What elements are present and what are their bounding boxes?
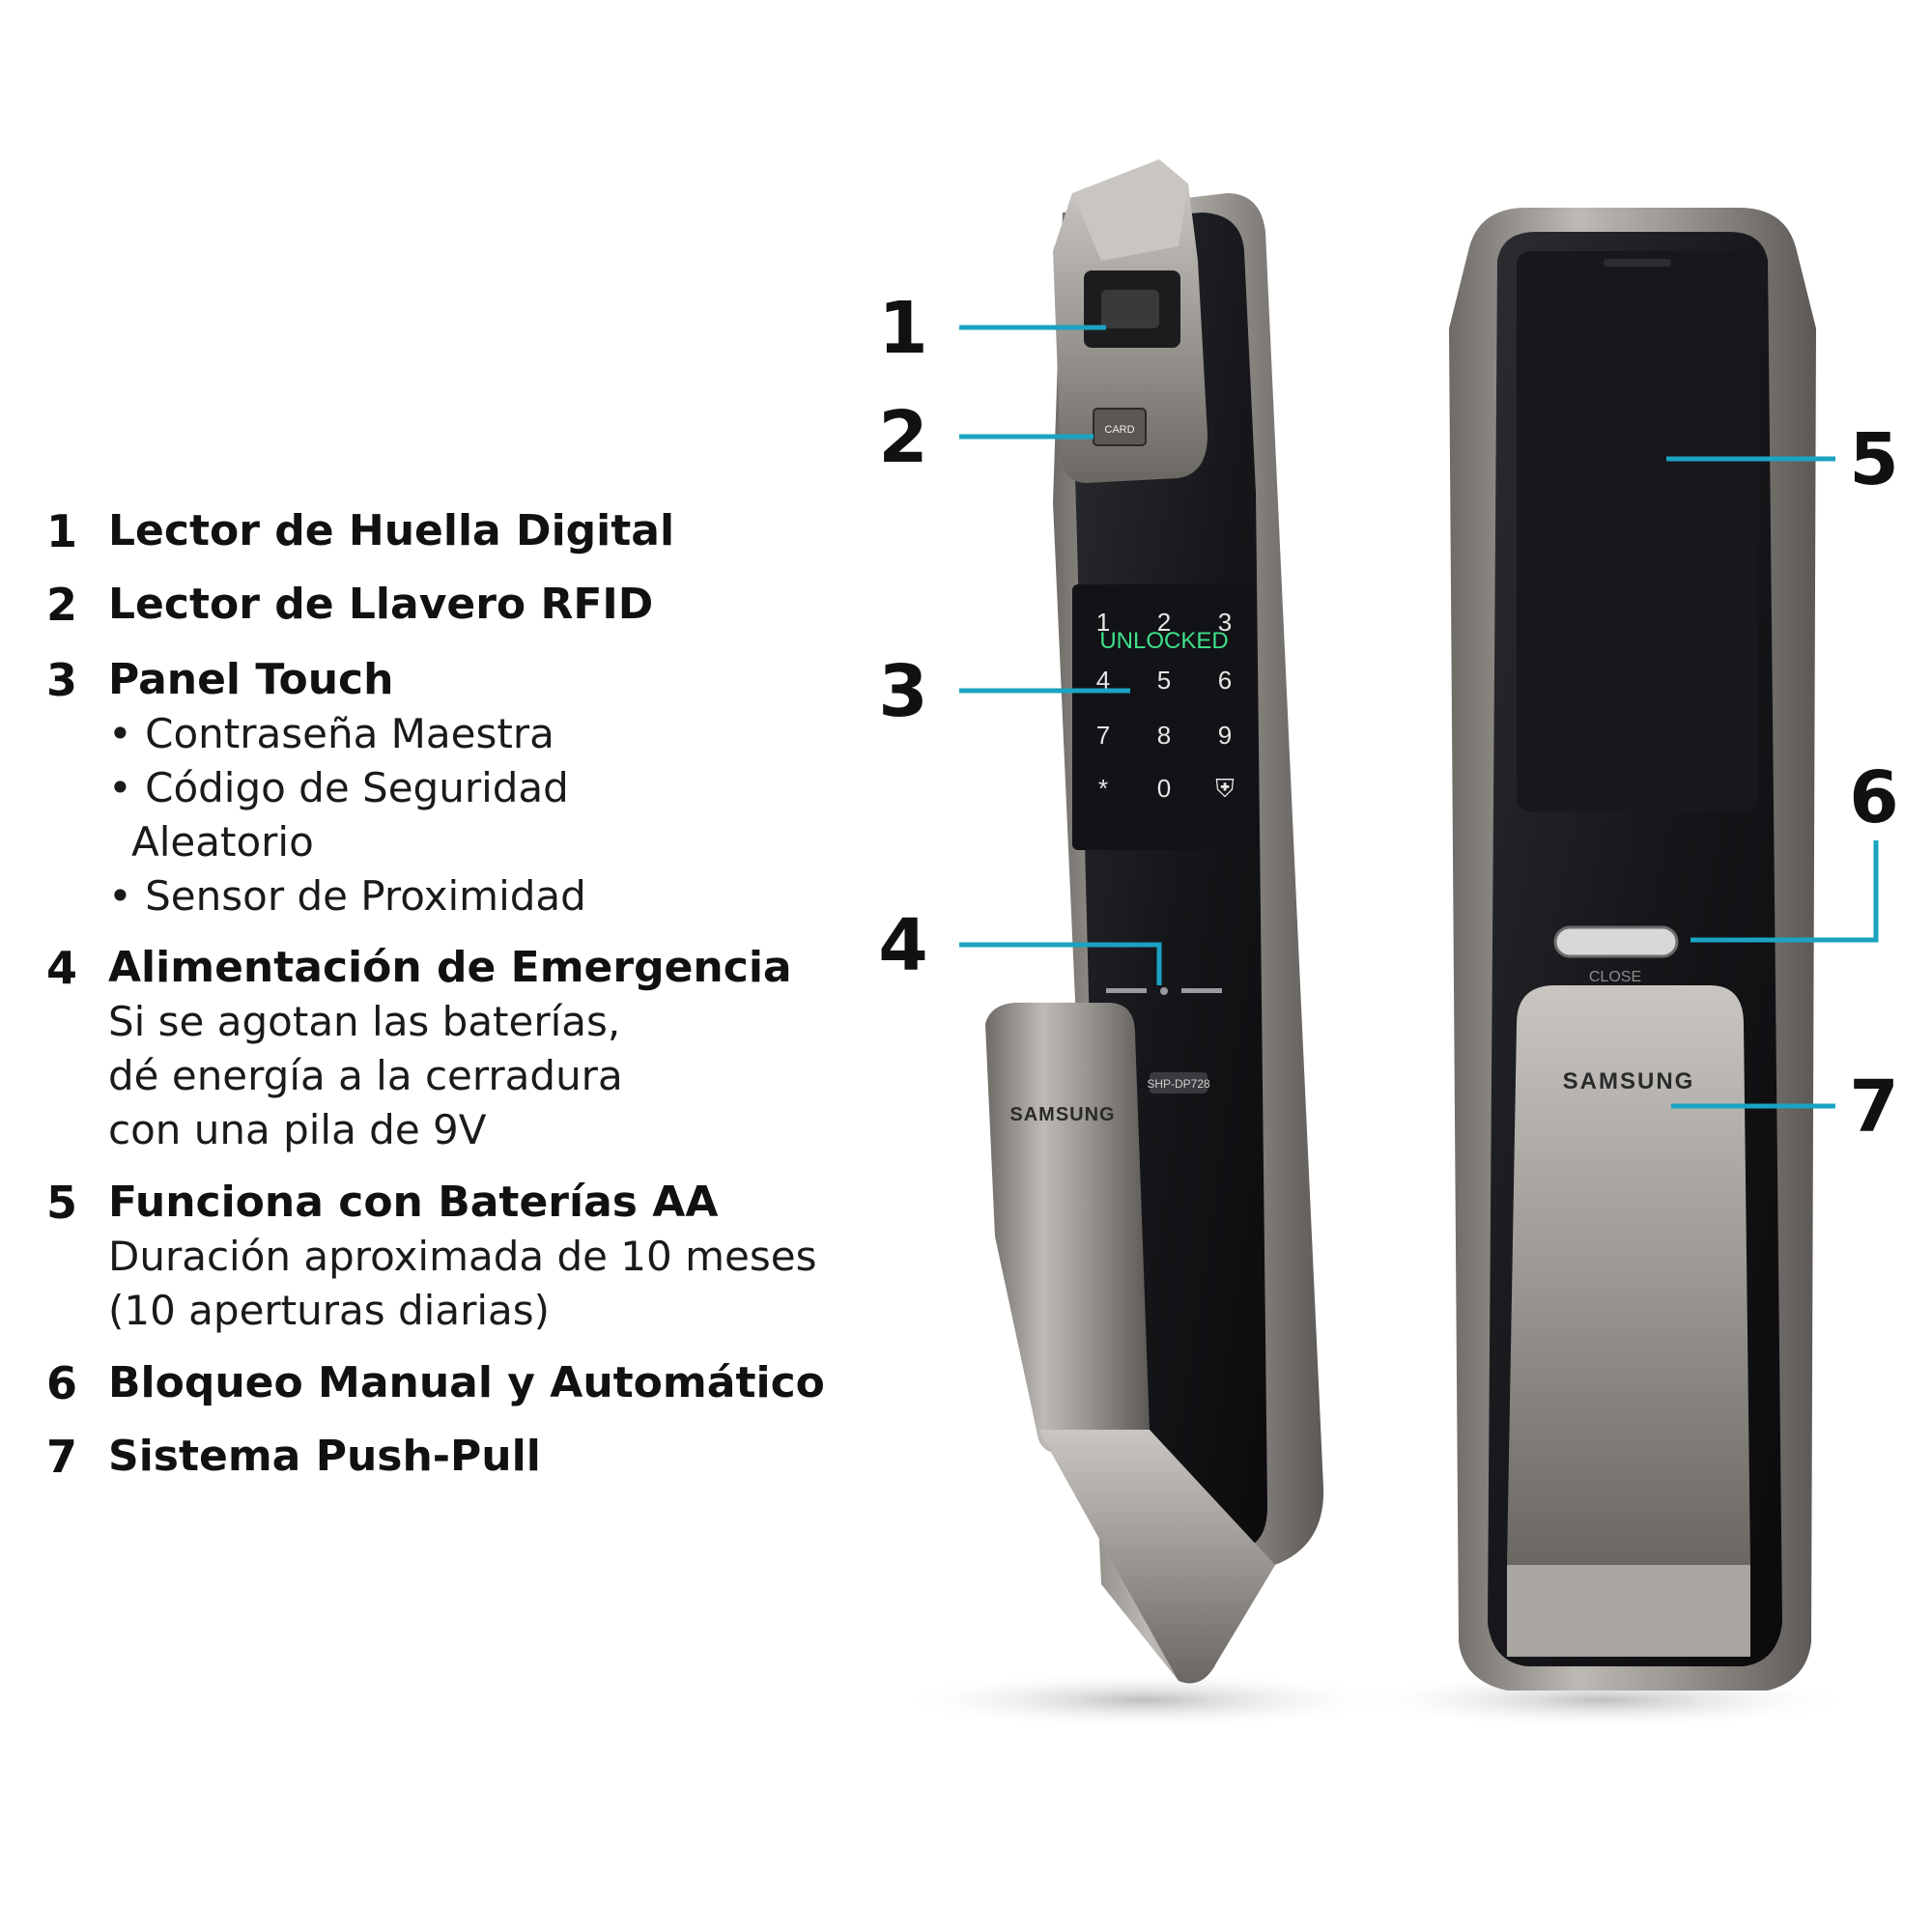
manual-lock-button — [1553, 925, 1679, 958]
close-label: CLOSE — [1589, 969, 1641, 985]
callout-number-2: 2 — [878, 396, 928, 479]
keypad-key: 7 — [1096, 721, 1110, 750]
feature-number: 5 — [45, 1177, 77, 1229]
feature-description-line: dé energía a la cerradura — [108, 1052, 623, 1099]
callout-lines — [959, 325, 1879, 1109]
feature-title: Bloqueo Manual y Automático — [108, 1358, 825, 1407]
back-brand-logo: SAMSUNG — [1563, 1068, 1695, 1094]
feature-title: Sistema Push-Pull — [108, 1432, 541, 1481]
front-unit: CARD 1 2 3 4 5 6 7 8 9 * 0 ⛨ UNLOCKED SHP-DP728 SAM… — [985, 159, 1324, 1684]
callout-line-4 — [959, 942, 1162, 985]
model-plate — [1150, 1072, 1208, 1094]
front-brand-logo: SAMSUNG — [1009, 1104, 1115, 1125]
keypad-key: 1 — [1096, 608, 1110, 637]
keypad-key: 6 — [1218, 666, 1232, 695]
unlocked-status-text: UNLOCKED — [1099, 628, 1228, 654]
keypad-key: 5 — [1157, 666, 1171, 695]
feature-title: Lector de Huella Digital — [108, 506, 675, 555]
feature-number: 4 — [45, 942, 77, 994]
feature-description-line: con una pila de 9V — [108, 1106, 487, 1153]
keypad-key: 3 — [1218, 608, 1232, 637]
back-unit: CLOSE SAMSUNG — [1449, 208, 1816, 1690]
front-shadow — [894, 1671, 1396, 1729]
callout-number-1: 1 — [878, 287, 928, 370]
keypad-key: 4 — [1096, 666, 1110, 695]
callout-number-5: 5 — [1849, 418, 1899, 501]
keypad-key: 9 — [1218, 721, 1232, 750]
emergency-contact-left — [1106, 988, 1147, 993]
keypad: 1 2 3 4 5 6 7 8 9 * 0 ⛨ — [1096, 608, 1235, 803]
back-handle — [1507, 985, 1750, 1565]
feature-title: Lector de Llavero RFID — [108, 580, 654, 629]
front-handle-base — [1038, 1430, 1275, 1684]
product-illustration: CARD 1 2 3 4 5 6 7 8 9 * 0 ⛨ UNLOCKED SHP-DP728 SAM… — [869, 155, 1932, 1797]
emergency-contact-right — [1181, 988, 1222, 993]
feature-bullet-continued: Aleatorio — [131, 818, 314, 866]
feature-number: 2 — [45, 579, 77, 631]
keypad-key: 0 — [1157, 774, 1171, 803]
keypad-key: 8 — [1157, 721, 1171, 750]
feature-number: 3 — [45, 654, 77, 706]
feature-list: 1 Lector de Huella Digital 2 Lector de L… — [0, 0, 889, 1932]
fingerprint-pad — [1101, 290, 1159, 328]
door-lock-illustration: CARD 1 2 3 4 5 6 7 8 9 * 0 ⛨ UNLOCKED SHP-DP728 SAM… — [894, 159, 1879, 1729]
battery-cover-latch — [1604, 259, 1671, 267]
feature-title: Panel Touch — [108, 655, 394, 704]
feature-title: Alimentación de Emergencia — [108, 943, 792, 992]
keypad-key: 2 — [1157, 608, 1171, 637]
card-reader-label: CARD — [1104, 424, 1134, 436]
feature-description-line: (10 aperturas diarias) — [108, 1287, 551, 1334]
emergency-contact-center — [1160, 987, 1168, 995]
front-handle — [985, 1003, 1150, 1454]
feature-number: 7 — [45, 1431, 77, 1483]
model-label: SHP-DP728 — [1147, 1077, 1210, 1091]
callout-number-3: 3 — [878, 650, 928, 733]
feature-bullet: • Código de Seguridad — [108, 764, 569, 811]
callout-number-6: 6 — [1849, 756, 1899, 839]
feature-title: Funciona con Baterías AA — [108, 1178, 719, 1227]
battery-cover — [1517, 251, 1758, 811]
fingerprint-cover — [1072, 159, 1188, 261]
feature-number: 1 — [45, 505, 77, 557]
feature-number: 6 — [45, 1357, 77, 1409]
keypad-panel — [1072, 584, 1256, 850]
feature-description-line: Si se agotan las baterías, — [108, 998, 621, 1045]
feature-bullet: • Contraseña Maestra — [108, 710, 554, 757]
callout-number-7: 7 — [1849, 1065, 1899, 1149]
callout-line-6 — [1690, 840, 1879, 943]
keypad-key: ⛨ — [1215, 774, 1235, 803]
keypad-key: * — [1098, 774, 1108, 803]
callout-number-4: 4 — [878, 904, 928, 987]
feature-bullet: • Sensor de Proximidad — [108, 872, 586, 920]
feature-description-line: Duración aproximada de 10 meses — [108, 1233, 817, 1280]
back-handle-base — [1507, 1565, 1750, 1657]
card-reader — [1093, 408, 1147, 446]
